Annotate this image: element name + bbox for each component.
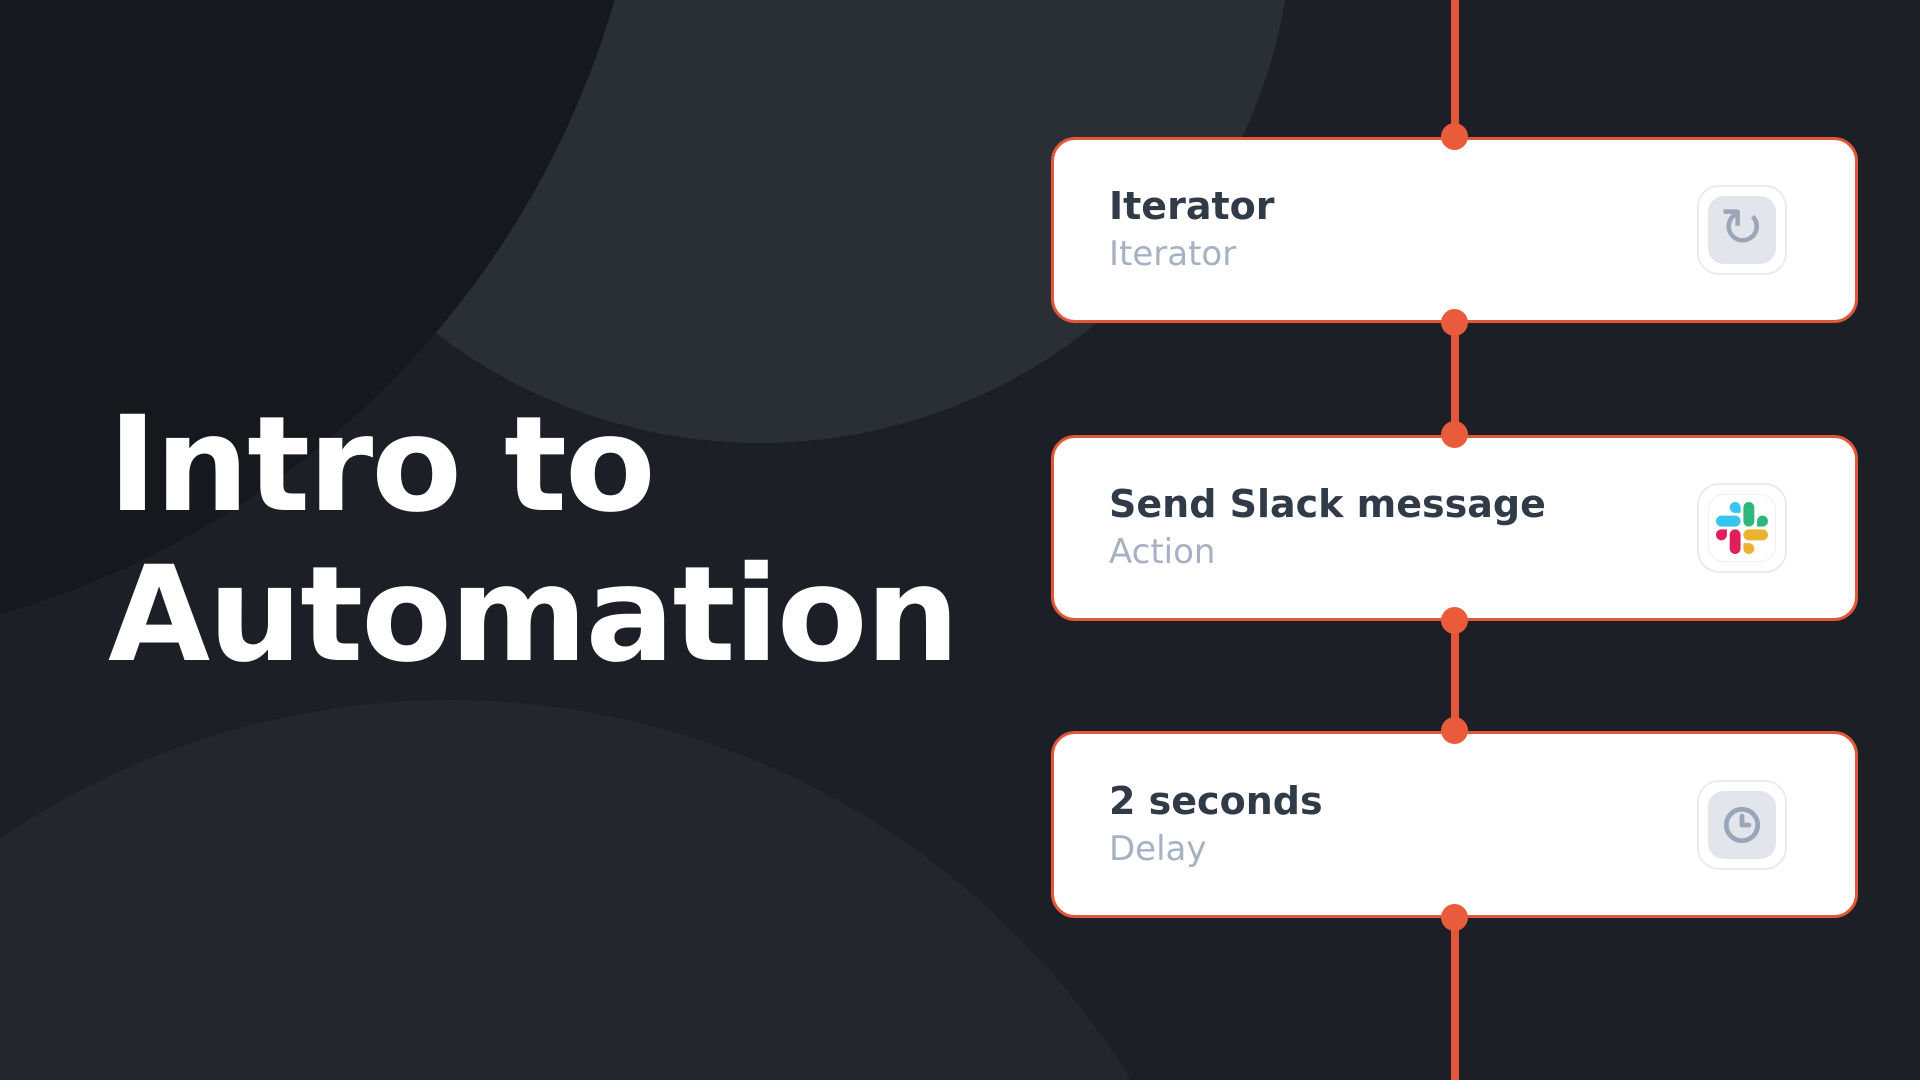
rotate-cw-icon: ↻	[1697, 185, 1787, 275]
slack-logo-svg	[1716, 502, 1768, 554]
node-title: 2 seconds	[1109, 778, 1323, 823]
page-title-line1: Intro to	[108, 388, 656, 542]
node-subtitle: Action	[1109, 532, 1216, 572]
clock-svg	[1723, 806, 1761, 843]
workflow-node-slack-message[interactable]: Send Slack message Action	[1051, 435, 1858, 621]
node-text: Send Slack message Action	[1109, 481, 1546, 575]
slack-logo-icon	[1697, 483, 1787, 573]
node-title: Iterator	[1109, 184, 1275, 228]
connector-dot	[1441, 309, 1468, 336]
node-subtitle: Iterator	[1109, 234, 1237, 274]
node-text: Iterator Iterator	[1109, 183, 1274, 277]
icon-tile	[1708, 790, 1776, 859]
workflow-node-iterator[interactable]: Iterator Iterator ↻	[1051, 137, 1858, 323]
icon-tile: ↻	[1708, 196, 1776, 264]
workflow-node-delay[interactable]: 2 seconds Delay	[1051, 731, 1858, 918]
connector-dot	[1441, 421, 1468, 448]
connector-dot	[1441, 717, 1468, 744]
page-title-line2: Automation	[108, 538, 960, 692]
connector-dot	[1441, 904, 1468, 931]
node-title: Send Slack message	[1109, 482, 1546, 526]
rotate-cw-glyph: ↻	[1719, 196, 1765, 259]
node-text: 2 seconds Delay	[1109, 778, 1323, 872]
icon-tile	[1708, 494, 1776, 562]
connector-dot	[1441, 607, 1468, 634]
clock-icon	[1697, 779, 1787, 870]
connector-dot	[1441, 123, 1468, 150]
page-title: Intro to Automation	[108, 388, 960, 692]
node-subtitle: Delay	[1109, 828, 1207, 869]
